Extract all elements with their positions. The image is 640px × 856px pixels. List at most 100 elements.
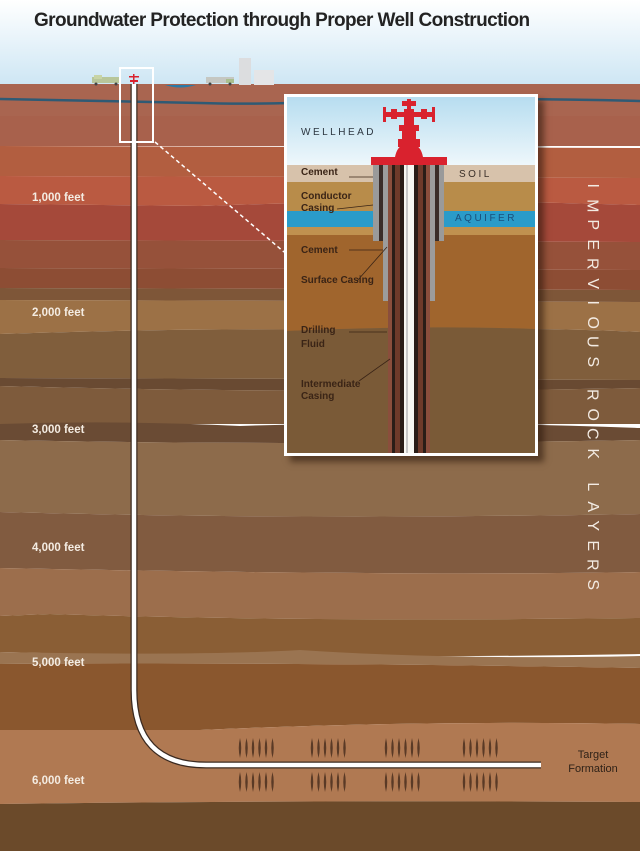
intermediate-casing-label-1: Intermediate — [301, 379, 361, 390]
fracture-icon — [251, 772, 255, 792]
fracture-icon — [475, 738, 479, 758]
fracture-icon — [245, 772, 248, 792]
fracture-icon — [410, 772, 414, 792]
side-label-letter: O — [583, 316, 601, 329]
fracture-icon — [343, 772, 346, 792]
fracture-icon — [336, 772, 340, 792]
inner-bore — [404, 165, 414, 453]
side-label-letter: R — [583, 388, 601, 401]
truck-left-icon — [92, 75, 120, 86]
fracture-icon — [462, 738, 466, 758]
fracture-icon — [330, 738, 333, 758]
side-label-letter: R — [583, 257, 601, 270]
fracture-icon — [475, 772, 479, 792]
fracture-icon — [482, 772, 485, 792]
target-formation-label: Target Formation — [560, 748, 626, 776]
side-label-letter: O — [583, 408, 601, 421]
depth-marker: 5,000 feet — [32, 657, 85, 669]
fracture-icon — [323, 772, 327, 792]
diagram-title: Groundwater Protection through Proper We… — [34, 10, 530, 31]
side-label-letter: Y — [583, 520, 601, 532]
fracture-icon — [488, 738, 492, 758]
fracture-icon — [469, 772, 472, 792]
pond — [165, 85, 196, 88]
casing-stack — [373, 165, 444, 453]
side-label-letter: I — [583, 183, 601, 188]
fracture-icon — [391, 738, 394, 758]
side-label-letter: E — [583, 238, 601, 250]
fracture-icon — [343, 738, 346, 758]
fracture-icon — [417, 738, 420, 758]
fracture-icon — [488, 772, 492, 792]
leader-lines — [336, 176, 391, 382]
conductor-casing-label-1: Conductor — [301, 191, 352, 202]
depth-marker: 2,000 feet — [32, 307, 85, 319]
cement-top-label: Cement — [301, 167, 338, 178]
fracture-icon — [264, 738, 268, 758]
side-label-letter: K — [583, 447, 601, 459]
target-formation-line1: Target — [577, 749, 609, 761]
fracture-icon — [417, 772, 420, 792]
side-label-letter: M — [583, 198, 601, 212]
fracture-icon — [336, 738, 340, 758]
depth-marker: 3,000 feet — [32, 424, 85, 436]
fracture-icon — [397, 738, 401, 758]
wellbore — [131, 84, 541, 768]
side-label-letter — [585, 468, 599, 472]
depth-marker: 4,000 feet — [32, 542, 85, 554]
fracture-icon — [330, 772, 333, 792]
fracture-icon — [495, 738, 498, 758]
truck-right-icon — [206, 77, 234, 86]
side-label-letter: C — [583, 427, 601, 440]
fracture-icon — [384, 772, 388, 792]
wellhead-icon — [371, 99, 447, 165]
fracture-icon — [469, 738, 472, 758]
fracture-clusters — [238, 738, 498, 792]
fracture-icon — [271, 772, 274, 792]
depth-marker: 1,000 feet — [32, 192, 85, 204]
fracture-icon — [391, 772, 394, 792]
surface-wellhead-icon — [129, 74, 139, 84]
fracture-icon — [258, 772, 261, 792]
drilling-fluid-label-1: Drilling — [301, 325, 336, 336]
fracture-icon — [238, 738, 242, 758]
fracture-icon — [397, 772, 401, 792]
intermediate-casing-label-2: Casing — [301, 391, 335, 402]
side-label-letter: A — [583, 500, 601, 512]
fracture-icon — [264, 772, 268, 792]
fracture-icon — [245, 738, 248, 758]
fracture-icon — [271, 738, 274, 758]
fracture-icon — [482, 738, 485, 758]
surface-casing-label: Surface Casing — [301, 275, 374, 286]
zoom-connector-line — [154, 141, 285, 253]
fracture-icon — [310, 738, 314, 758]
fracture-icon — [310, 772, 314, 792]
aquifer-label: AQUIFER — [455, 213, 517, 224]
fracture-icon — [404, 738, 407, 758]
well-construction-inset: WELLHEAD SOIL AQUIFER Cement Conductor C… — [284, 94, 538, 456]
fracture-icon — [384, 738, 388, 758]
fracture-icon — [238, 772, 242, 792]
fracture-icon — [323, 738, 327, 758]
side-label-letter: U — [583, 335, 601, 348]
storage-tanks-icon — [239, 58, 274, 85]
fracture-icon — [258, 738, 261, 758]
side-label-letter: I — [583, 300, 601, 305]
fracture-icon — [317, 772, 320, 792]
side-label-letter — [585, 376, 599, 380]
target-formation-line2: Formation — [568, 763, 618, 775]
side-label-letter: S — [583, 355, 601, 367]
fracture-icon — [404, 772, 407, 792]
fracture-icon — [317, 738, 320, 758]
sky — [0, 0, 640, 86]
side-label-letter: L — [583, 482, 601, 492]
depth-marker: 6,000 feet — [32, 775, 85, 787]
side-label-letter: S — [583, 578, 601, 590]
fracture-icon — [462, 772, 466, 792]
fracture-icon — [251, 738, 255, 758]
inset-graphic — [287, 97, 535, 453]
side-label-letter: R — [583, 558, 601, 571]
wellhead-label: WELLHEAD — [301, 127, 377, 138]
